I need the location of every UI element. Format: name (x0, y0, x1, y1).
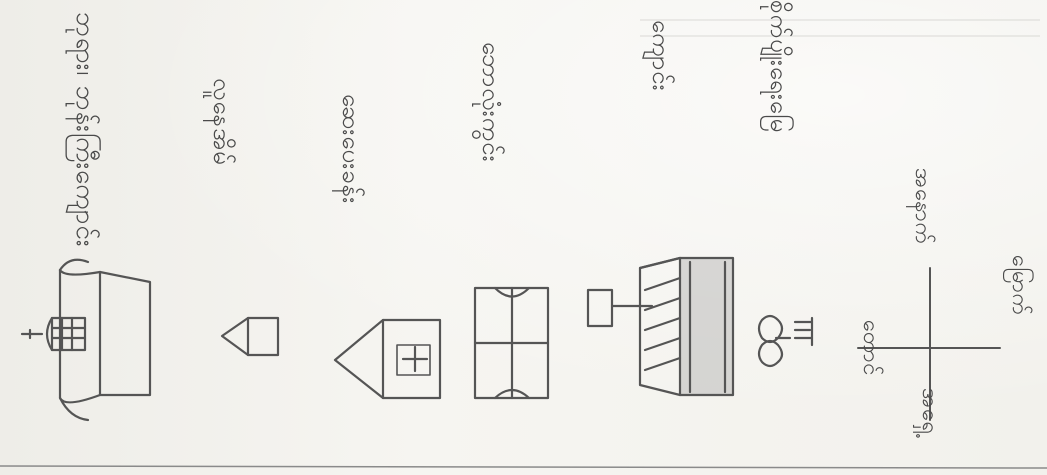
house-icon (222, 318, 278, 355)
notebook-rule-line (0, 466, 1047, 468)
sports-field-label: ဘောလုံးကွင်း (471, 42, 507, 163)
school-label: ကျောင်း (641, 20, 677, 92)
paper-texture (640, 20, 1040, 36)
pagoda-label: ဘုရား၊ ဘုန်းကြီးကျောင်း (64, 12, 103, 248)
sports-field-icon (475, 288, 548, 398)
pagoda-icon (22, 260, 150, 420)
compass-south-label: တောင် (853, 320, 886, 377)
clinic-label: ဆေးပေးခန်း (331, 94, 367, 204)
compass-west-label: အနောက် (905, 168, 938, 245)
plantation-icon (759, 316, 812, 366)
house-label: လူနေအိမ် (202, 78, 238, 166)
compass-east-label: အရှေ့ (912, 388, 945, 435)
plantation-label: စိုက်ပျိုးရေးမြေ (759, 0, 795, 133)
clinic-icon (335, 320, 440, 398)
school-icon (588, 258, 733, 395)
compass-north-label: မြောက် (1002, 255, 1035, 316)
